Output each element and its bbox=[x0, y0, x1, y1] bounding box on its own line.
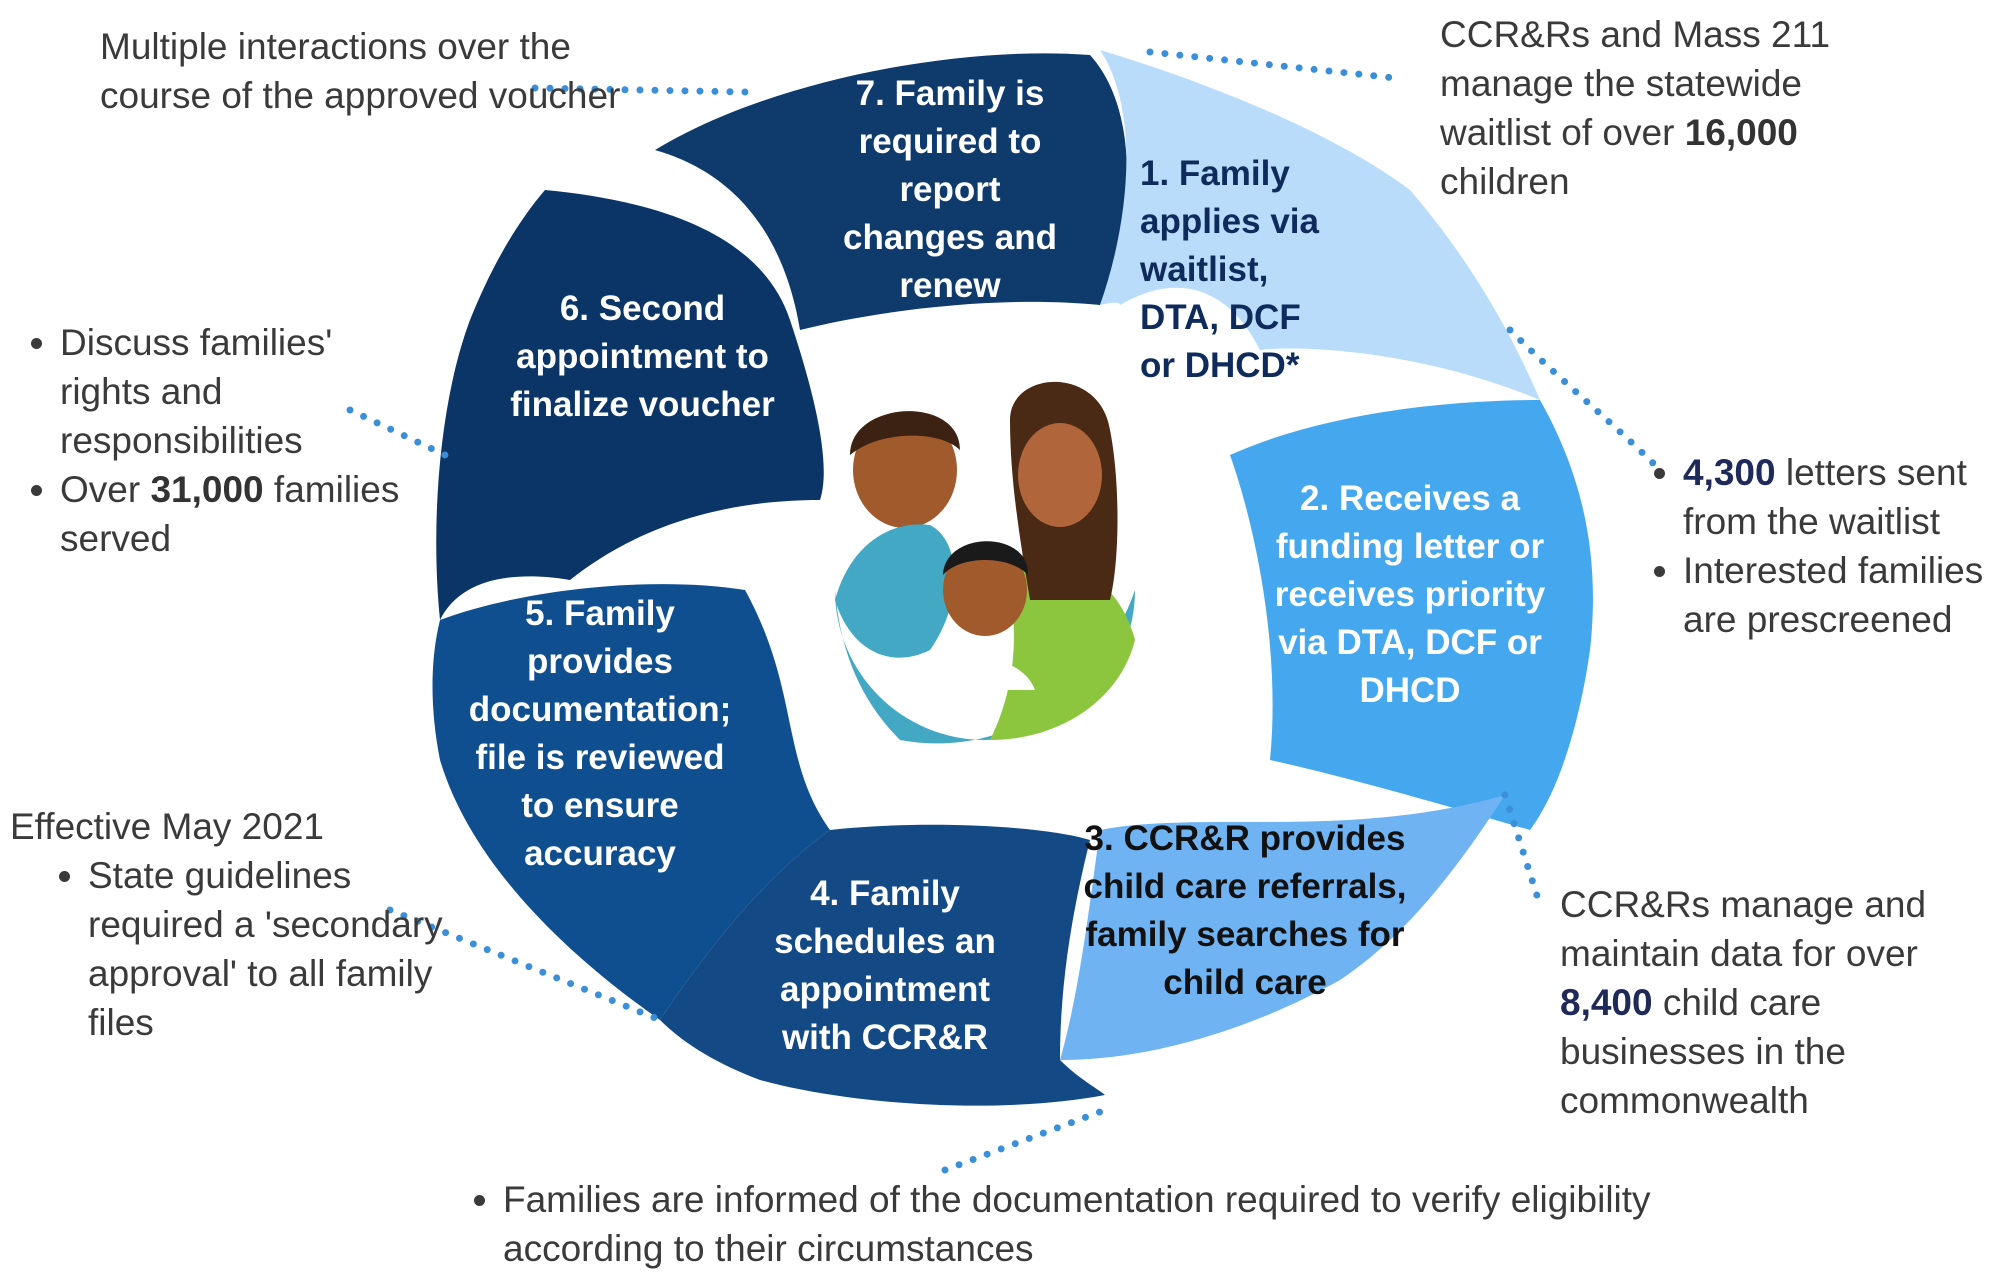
note-6-item-1: Discuss families' rights and responsibil… bbox=[60, 318, 430, 465]
note-7-text: Multiple interactions over the course of… bbox=[100, 26, 621, 116]
note-6-item-2-prefix: Over bbox=[60, 469, 151, 510]
note-3-prefix: CCR&Rs manage and maintain data for over bbox=[1560, 884, 1927, 974]
note-1-number: 16,000 bbox=[1684, 112, 1798, 153]
note-2-number: 4,300 bbox=[1683, 452, 1776, 493]
note-1: CCR&Rs and Mass 211 manage the statewide… bbox=[1440, 10, 1860, 206]
step-3-label: 3. CCR&R provides child care referrals, … bbox=[1083, 819, 1407, 1002]
note-4-item-1: Families are informed of the documentati… bbox=[503, 1175, 1715, 1273]
note-6: Discuss families' rights and responsibil… bbox=[10, 318, 430, 563]
note-5-item-1: State guidelines required a 'secondary a… bbox=[88, 851, 470, 1047]
connector-5 bbox=[386, 906, 664, 1024]
note-2-item-1-text: letters sent from the waitlist bbox=[1683, 452, 1967, 542]
step-1-label: 1. Family applies via waitlist, DTA, DCF… bbox=[1140, 154, 1319, 385]
step-7-label: 7. Family is required to report changes … bbox=[843, 74, 1057, 305]
connector-7 bbox=[531, 84, 749, 96]
segment-6 bbox=[436, 190, 824, 620]
note-5-heading: Effective May 2021 bbox=[10, 806, 324, 847]
segment-7 bbox=[655, 53, 1127, 330]
note-4: Families are informed of the documentati… bbox=[455, 1175, 1715, 1273]
connector-6 bbox=[346, 406, 449, 459]
note-1-suffix: children bbox=[1440, 161, 1570, 202]
note-2: 4,300 letters sent from the waitlist Int… bbox=[1635, 448, 1995, 644]
connector-dots bbox=[346, 48, 1664, 1174]
note-3-number: 8,400 bbox=[1560, 982, 1653, 1023]
step-4-label: 4. Family schedules an appointment with … bbox=[774, 874, 996, 1057]
segment-5 bbox=[432, 584, 830, 1020]
segment-4 bbox=[660, 824, 1105, 1106]
segment-1 bbox=[1100, 50, 1540, 400]
segment-3 bbox=[1060, 795, 1505, 1060]
note-6-item-2: Over 31,000 families served bbox=[60, 465, 430, 563]
note-3-suffix: child care businesses in the commonwealt… bbox=[1560, 982, 1846, 1121]
note-2-item-1: 4,300 letters sent from the waitlist bbox=[1683, 448, 1995, 546]
note-6-number: 31,000 bbox=[150, 469, 264, 510]
step-6-label: 6. Second appointment to finalize vouche… bbox=[510, 289, 775, 424]
note-5: Effective May 2021 State guidelines requ… bbox=[10, 802, 470, 1047]
segment-2 bbox=[1230, 400, 1593, 830]
note-6-item-2-suffix: families served bbox=[60, 469, 400, 559]
family-icon bbox=[835, 381, 1135, 744]
step-5-label: 5. Family provides documentation; file i… bbox=[468, 594, 732, 873]
connector-1 bbox=[1146, 48, 1399, 82]
connector-3 bbox=[1501, 791, 1544, 909]
note-3: CCR&Rs manage and maintain data for over… bbox=[1560, 880, 1960, 1125]
step-2-label: 2. Receives a funding letter or receives… bbox=[1274, 479, 1546, 710]
connector-4 bbox=[941, 1106, 1109, 1174]
note-1-prefix: CCR&Rs and Mass 211 manage the statewide… bbox=[1440, 14, 1831, 153]
connector-2 bbox=[1506, 326, 1664, 474]
note-7: Multiple interactions over the course of… bbox=[100, 22, 630, 120]
note-2-item-2: Interested families are prescreened bbox=[1683, 546, 1995, 644]
